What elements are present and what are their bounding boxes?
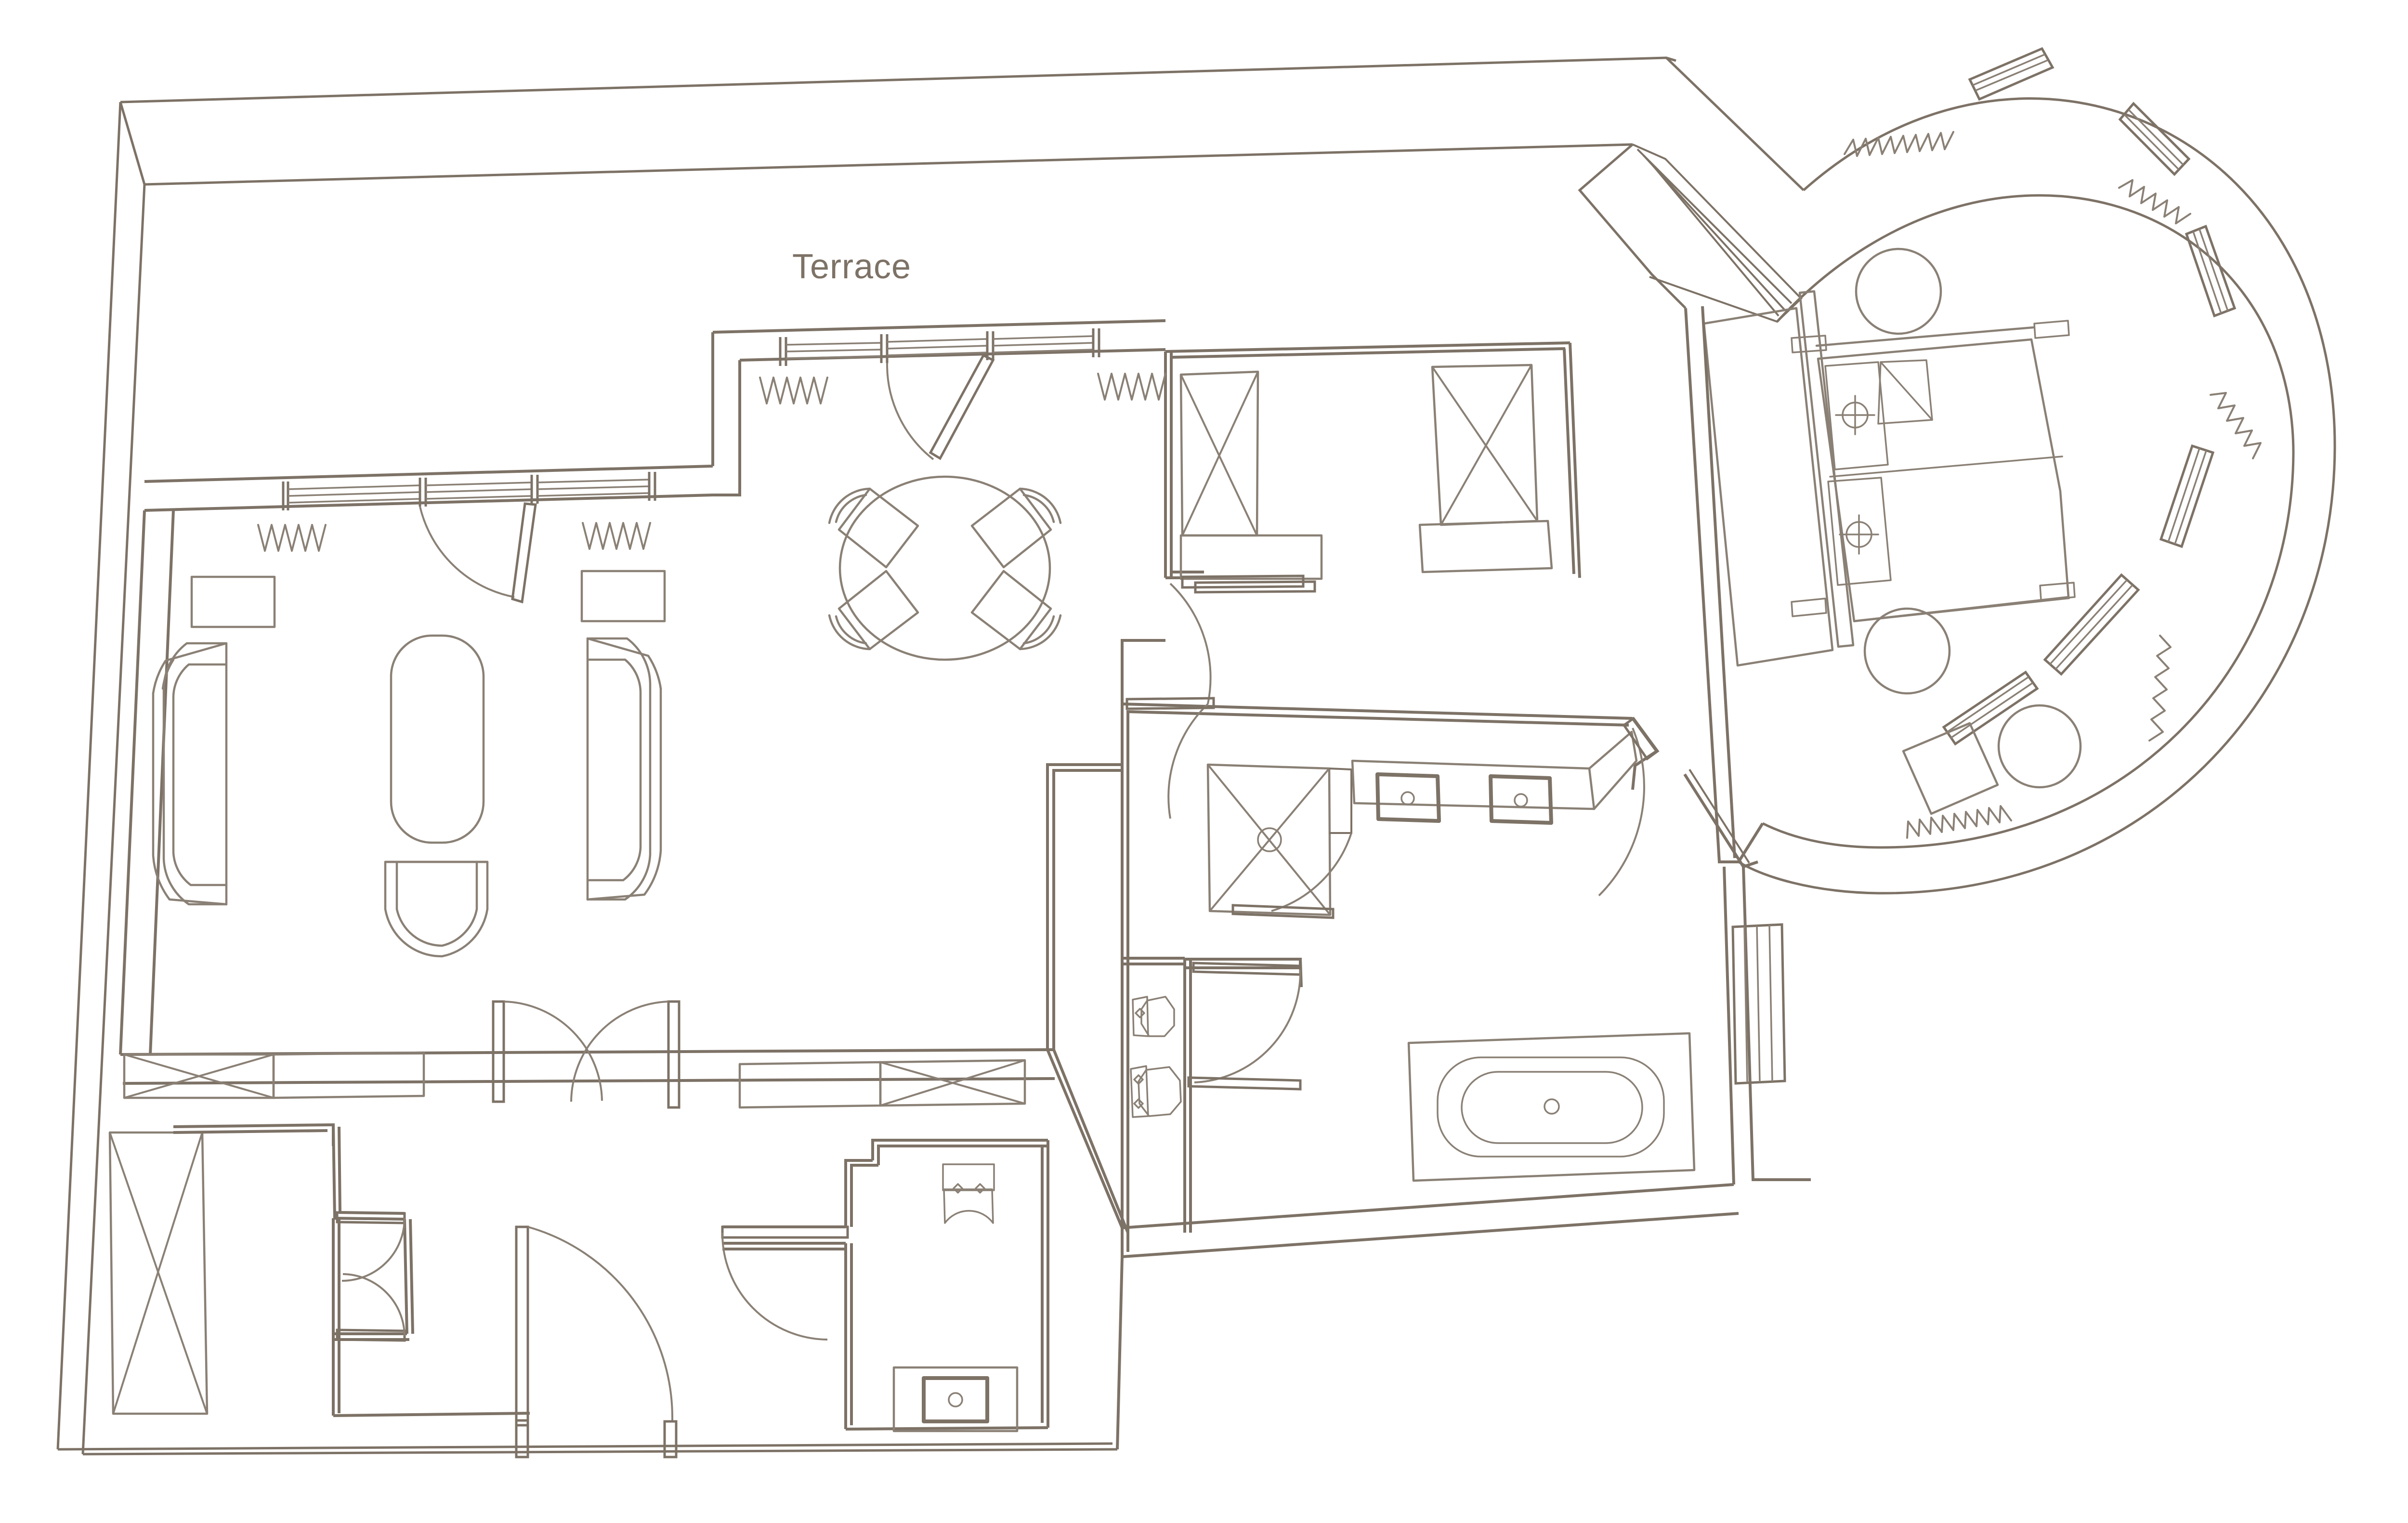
entry-door <box>515 1225 678 1458</box>
terrace-northeast-wedge <box>1578 57 1805 323</box>
curtain-dining-2 <box>1097 373 1166 401</box>
curtain-living-2 <box>582 522 651 550</box>
curtain-dining-1 <box>759 377 828 404</box>
window-bed-3 <box>2185 224 2237 318</box>
window-dining-3 <box>986 328 1100 360</box>
dining-windows <box>759 328 1166 460</box>
curved-wall-curtains <box>1844 131 2262 839</box>
toilet-powder <box>942 1163 995 1224</box>
hall-door-right-leaf <box>667 1000 681 1109</box>
bathroom-door <box>1598 716 1660 897</box>
bedroom-curved-wall <box>1738 97 2336 895</box>
bed-lamp-bottom <box>1839 514 1879 555</box>
curtain-living-1 <box>257 524 327 552</box>
terrace-outline <box>56 56 1676 1456</box>
window-dining-1 <box>779 337 882 366</box>
living-room-windows <box>257 472 656 604</box>
dining-table <box>838 475 1051 661</box>
entry-hall-walls <box>108 1000 1026 1458</box>
bidet <box>1132 996 1175 1037</box>
window-dining-2 <box>880 334 988 363</box>
terrace-label: Terrace <box>792 247 911 286</box>
curtain-bed-2 <box>2118 179 2191 224</box>
bedroom-furniture <box>1702 247 2082 815</box>
dining-set <box>828 475 1062 661</box>
curved-wall-windows <box>1942 47 2237 746</box>
side-table-left <box>190 575 276 628</box>
shower <box>1206 763 1352 919</box>
hall-door-left-leaf <box>492 1000 505 1103</box>
powder-room <box>721 1139 1049 1432</box>
hall-door-left-arc <box>503 1001 603 1101</box>
bathroom-fixtures <box>1130 716 1696 1182</box>
closet-3 <box>108 1131 209 1415</box>
nightstand-top <box>1855 247 1942 335</box>
wc-door <box>1187 962 1302 1091</box>
bathroom-walls <box>1121 702 1811 1258</box>
corridor-door-leaf <box>1125 697 1215 710</box>
bedroom-side-table <box>1902 722 1999 815</box>
bed-headboard <box>1798 290 1855 648</box>
hall-door-right-arc <box>570 1001 669 1102</box>
window-bed-5 <box>2043 573 2140 676</box>
window-bed-2 <box>2118 102 2191 176</box>
window-bath <box>1731 923 1786 1085</box>
dining-chair-3 <box>828 570 919 651</box>
bedroom-console <box>1702 307 1834 667</box>
sofa-right <box>586 637 662 901</box>
armchair <box>384 860 489 958</box>
bedroom-inner-walls <box>1684 306 1764 863</box>
bedroom-door <box>1167 583 1212 819</box>
window-bed-1 <box>1968 47 2055 101</box>
bed <box>1791 320 2076 623</box>
window-living-3 <box>530 472 656 504</box>
powder-room-door <box>721 1225 849 1341</box>
dining-chair-1 <box>828 487 919 569</box>
bed-lamp-top <box>1835 395 1875 435</box>
closet-1 <box>123 1051 425 1099</box>
sofa-left <box>152 642 228 906</box>
dining-chair-2 <box>970 487 1062 569</box>
living-room-furniture <box>152 570 666 958</box>
entry-closets-upper <box>1125 364 1553 819</box>
wardrobe-2 <box>1418 364 1553 573</box>
curtain-bed-4 <box>2148 635 2172 742</box>
coffee-table <box>390 634 485 844</box>
bedroom-stool <box>1997 704 2082 789</box>
bathtub <box>1407 1032 1696 1182</box>
closet-door-lower <box>336 1328 406 1342</box>
wardrobe-1 <box>1179 370 1323 580</box>
nightstand-bottom <box>1863 607 1951 695</box>
window-bed-4 <box>2159 444 2215 548</box>
closet-2 <box>738 1059 1026 1109</box>
toilet-master <box>1130 1065 1182 1118</box>
curtain-bed-5 <box>1906 805 2012 839</box>
dining-chair-4 <box>970 570 1062 651</box>
window-living-2 <box>419 478 532 507</box>
living-room-walls <box>119 319 1166 1085</box>
window-bed-6 <box>1942 670 2039 746</box>
curtain-bed-3 <box>2210 392 2262 459</box>
closet-sliding-door <box>1181 574 1316 594</box>
terrace-door-dining <box>886 353 995 460</box>
terrace-door-living <box>419 502 537 604</box>
hall-walls <box>1046 341 1581 1450</box>
vanity-counter <box>1351 730 1638 825</box>
vanity-powder <box>892 1366 1019 1432</box>
side-table-right <box>580 570 666 623</box>
curtain-bed-1 <box>1844 131 1954 157</box>
window-living-1 <box>282 482 420 510</box>
